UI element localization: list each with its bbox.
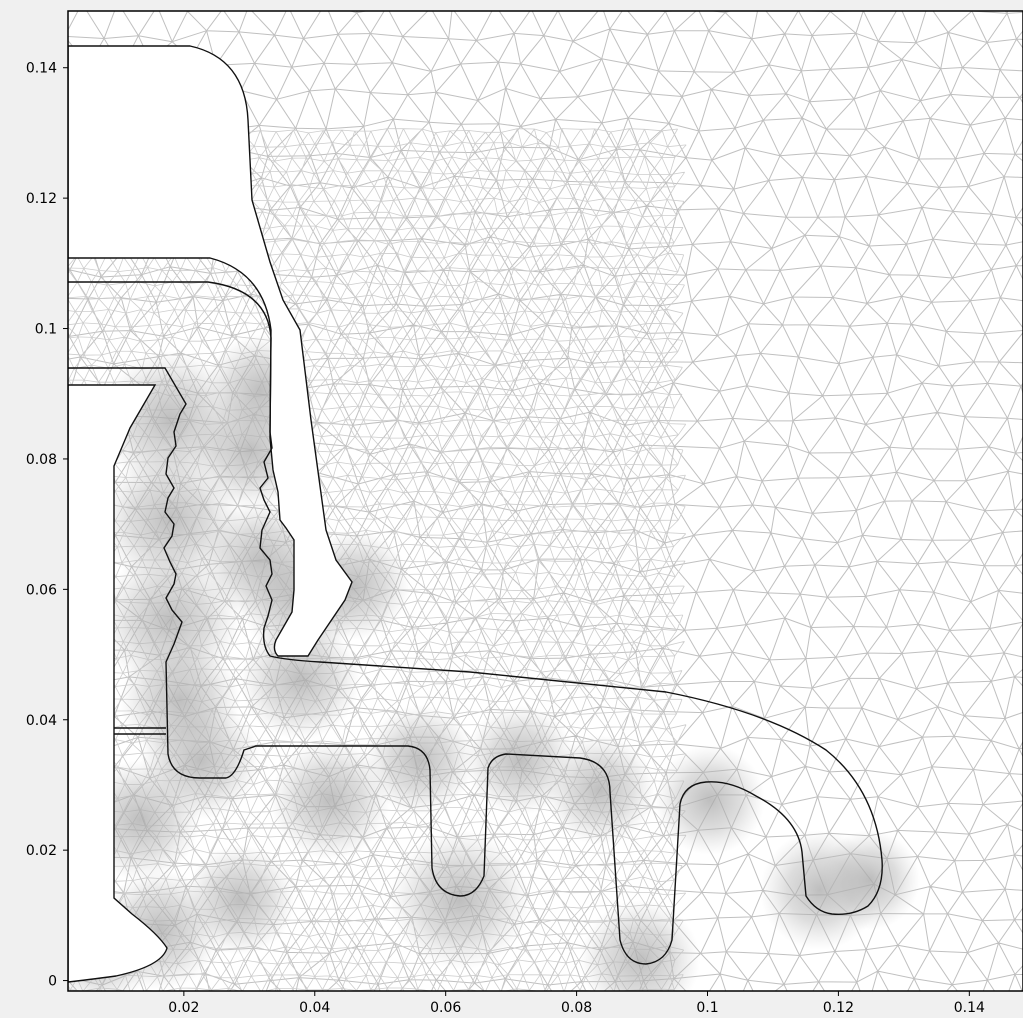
y-tick-label: 0.08 <box>26 452 57 468</box>
y-tick-label: 0.12 <box>26 191 57 207</box>
x-tick-label: 0.08 <box>561 1000 592 1016</box>
left-hub-void <box>68 384 168 983</box>
mesh-refinement-zone <box>365 705 475 815</box>
mesh-refinement-zone <box>545 735 655 845</box>
y-tick-label: 0.02 <box>26 843 57 859</box>
mesh-refinement-zone <box>655 745 765 855</box>
x-axis-ticks: 0.02 0.04 0.06 0.08 0.1 0.12 0.14 <box>168 991 985 1016</box>
void-regions <box>68 45 353 983</box>
boundary-lines <box>68 281 883 965</box>
y-axis-ticks: 0 0.02 0.04 0.06 0.08 0.1 0.12 0.14 <box>26 61 68 990</box>
y-tick-label: 0 <box>48 974 57 990</box>
mesh-refinement-zone <box>270 740 390 860</box>
mesh-refinement-zone <box>820 830 920 930</box>
x-tick-label: 0.14 <box>954 1000 985 1016</box>
y-tick-label: 0.04 <box>26 713 57 729</box>
y-tick-label: 0.14 <box>26 61 57 77</box>
x-tick-label: 0.06 <box>430 1000 461 1016</box>
x-tick-label: 0.12 <box>823 1000 854 1016</box>
mesh-refinement-zone <box>390 830 530 970</box>
y-tick-label: 0.1 <box>35 322 57 338</box>
mesh-refinement-zone <box>120 640 240 760</box>
mesh-refinement-zone <box>240 620 360 740</box>
mesh-refinement-zone <box>185 845 295 955</box>
plot-frame <box>67 10 1023 992</box>
top-left-void <box>68 45 353 657</box>
mesh-refinement-zone <box>580 900 700 991</box>
stator-boundary <box>68 281 883 965</box>
x-tick-label: 0.1 <box>696 1000 718 1016</box>
x-tick-label: 0.02 <box>168 1000 199 1016</box>
y-tick-label: 0.06 <box>26 582 57 598</box>
x-tick-label: 0.04 <box>299 1000 330 1016</box>
